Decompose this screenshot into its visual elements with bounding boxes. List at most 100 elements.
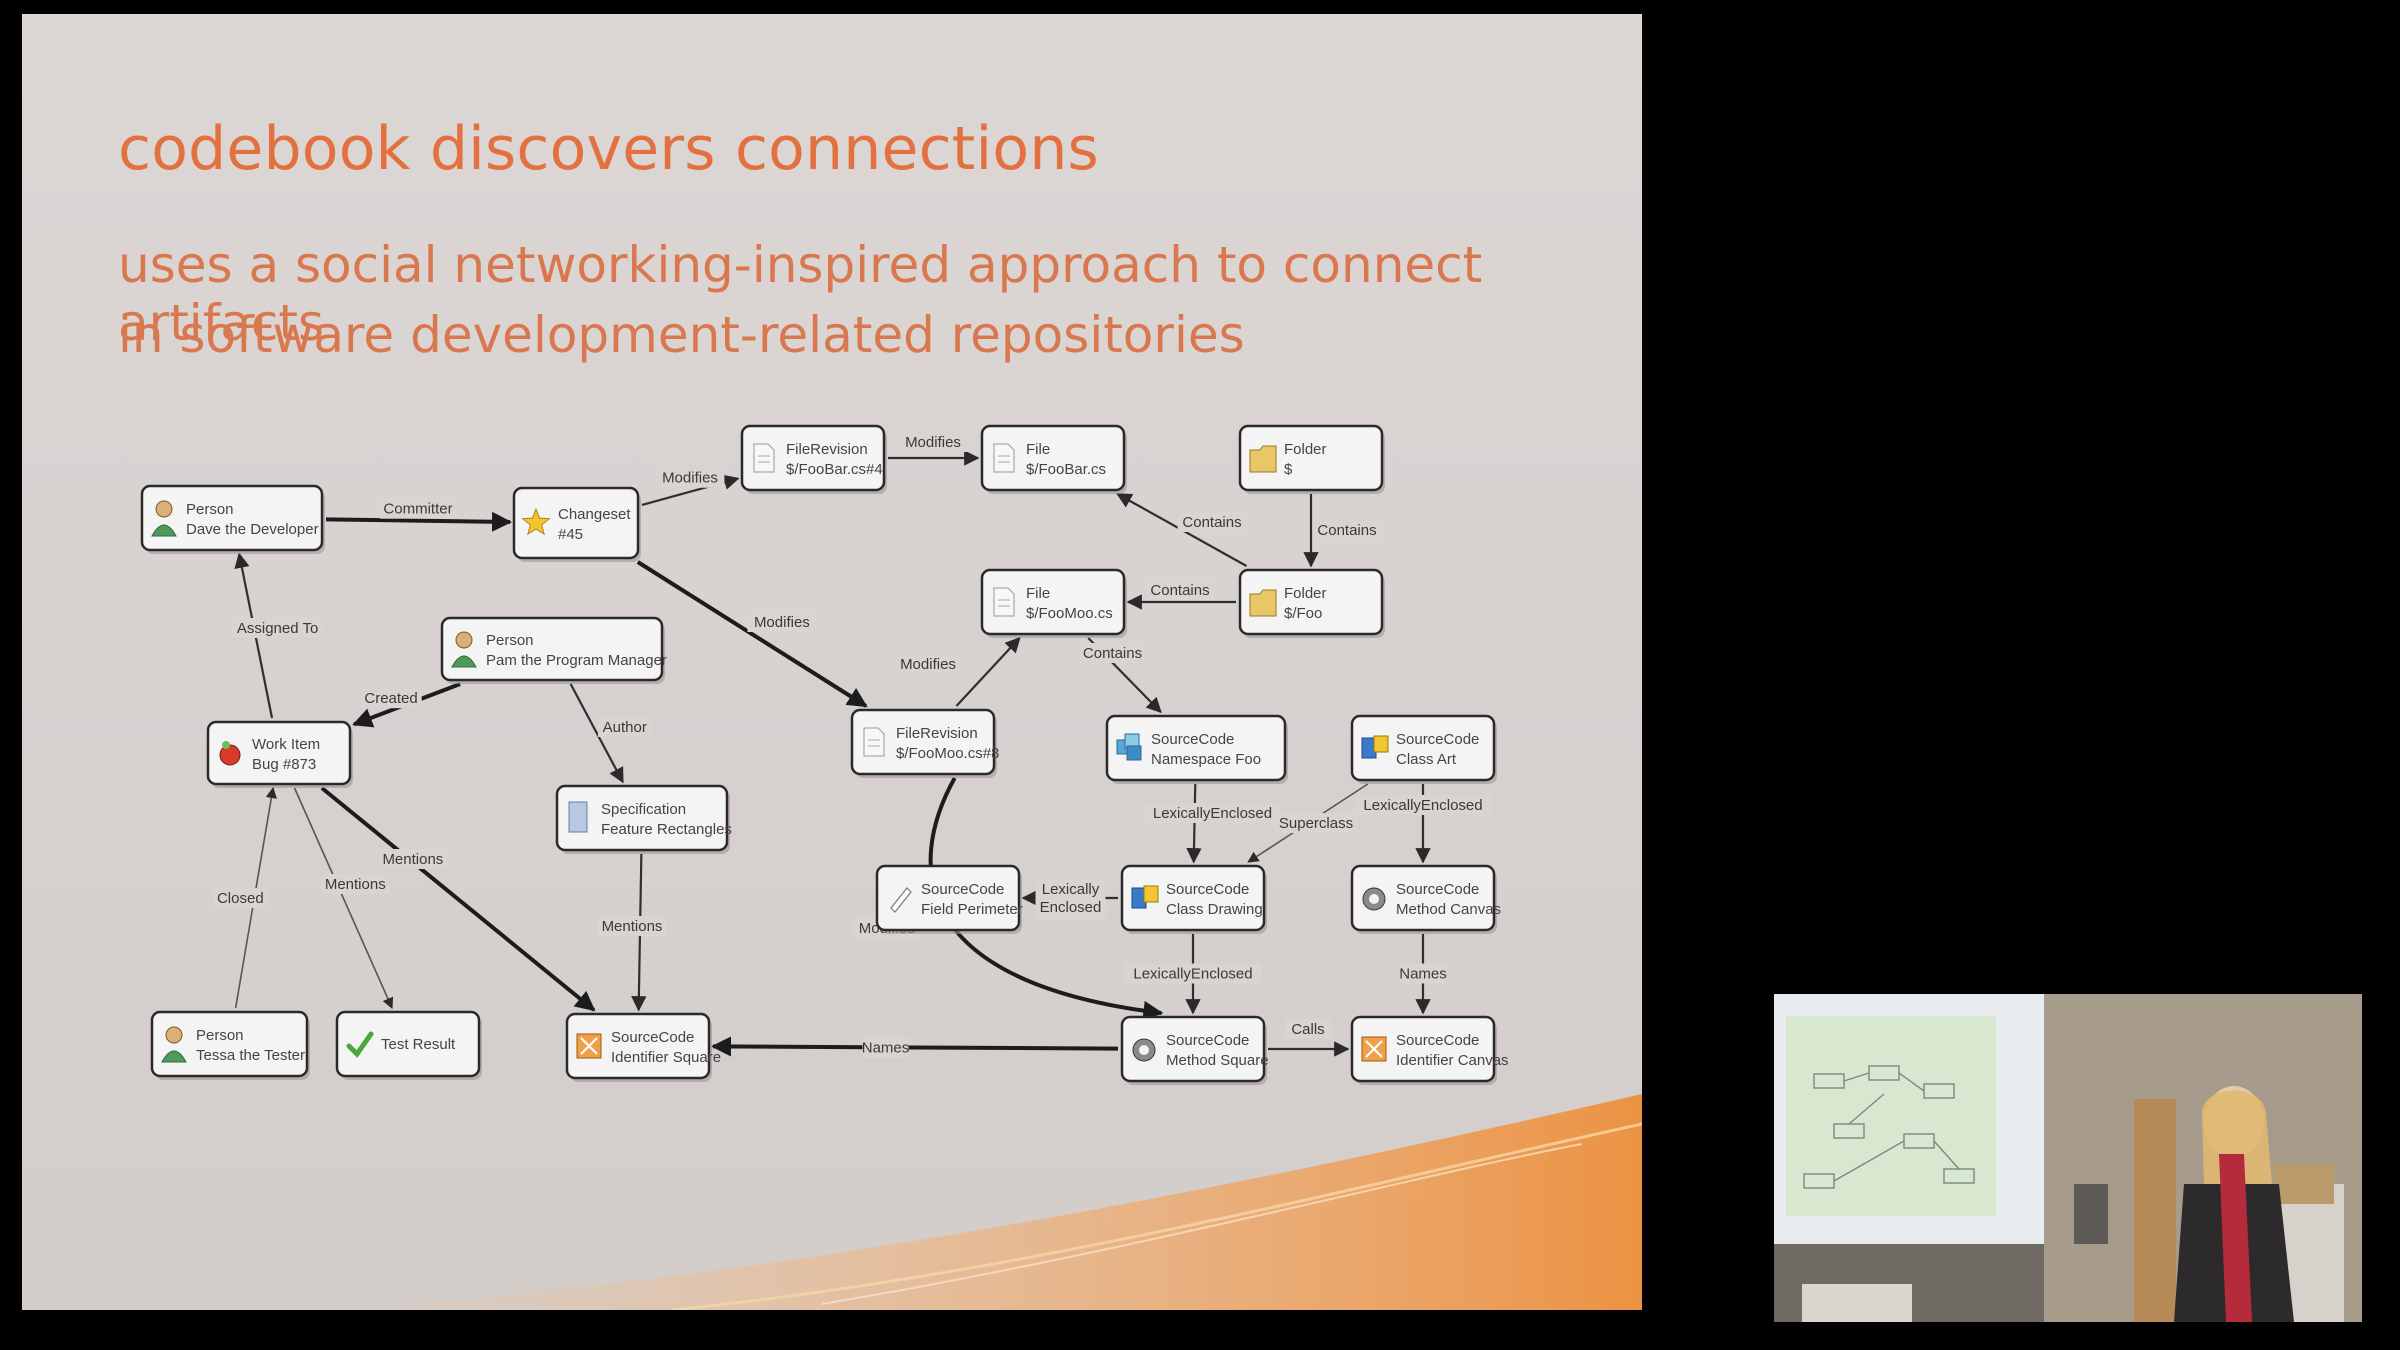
edge-sc-methodsquare-to-sc-idcanvas: Calls <box>1268 1019 1350 1057</box>
edge-label-background <box>597 717 652 737</box>
field-icon <box>890 887 912 913</box>
edge-person-pam-to-workitem: Created <box>352 682 461 728</box>
edge-label: LexicallyEnclosed <box>1153 805 1272 822</box>
node-name-label: $/Foo <box>1284 605 1322 622</box>
document-icon <box>993 443 1015 473</box>
edge-label-background <box>1124 963 1262 984</box>
edge-folder-foo-to-file-foobar: Contains <box>1116 493 1248 567</box>
class-icon <box>1361 735 1389 759</box>
node-changeset: Changeset#45 <box>512 486 641 562</box>
edge-sc-classart-to-sc-methodcanvas: LexicallyEnclosed <box>1354 784 1492 864</box>
edge-label: Closed <box>217 890 264 907</box>
node-type-label: SourceCode <box>611 1029 694 1046</box>
document-icon <box>753 443 775 473</box>
node-box <box>1105 714 1287 782</box>
node-box <box>1120 864 1266 932</box>
node-name-label: Identifier Canvas <box>1396 1052 1509 1069</box>
edge-label: Modifies <box>900 656 956 673</box>
class-icon <box>1131 885 1159 909</box>
node-box <box>1350 1015 1496 1083</box>
node-name-label: Tessa the Tester <box>196 1047 305 1064</box>
node-name-label: $ <box>1284 461 1293 478</box>
node-name-label: $/FooMoo.cs#8 <box>896 745 999 762</box>
node-box <box>565 1012 711 1080</box>
edge-label: LexicallyEnclosed <box>1363 797 1482 814</box>
edge-label: Author <box>603 719 647 736</box>
edge-line <box>711 1036 1119 1057</box>
node-type-label: File <box>1026 441 1050 458</box>
node-folder-foo: Folder$/Foo <box>1238 568 1385 638</box>
edge-label: Contains <box>1182 514 1241 531</box>
node-type-label: SourceCode <box>1166 1032 1249 1049</box>
edge-line <box>293 787 394 1010</box>
edge-label-background <box>597 916 667 936</box>
node-type-label: Test Result <box>381 1036 456 1053</box>
edge-line <box>320 786 596 1012</box>
edge-label: Superclass <box>1279 815 1353 832</box>
node-name-label: #45 <box>558 526 583 543</box>
node-name-label: Class Drawing <box>1166 901 1263 918</box>
spec-doc-icon <box>568 801 588 833</box>
orange-swoosh-decoration <box>322 1094 1642 1310</box>
slide-subtitle-line-2: in software development-related reposito… <box>118 306 1245 364</box>
node-name-label: Dave the Developer <box>186 521 319 538</box>
edge-label-background <box>1285 1019 1331 1039</box>
node-name-label: $/FooBar.cs#4 <box>786 461 883 478</box>
node-box <box>1350 714 1496 782</box>
node-folder-root: Folder$ <box>1238 424 1385 494</box>
edge-label-background <box>1354 795 1492 815</box>
bug-icon <box>219 741 241 766</box>
node-type-label: SourceCode <box>1166 881 1249 898</box>
edge-label-background <box>862 1037 909 1058</box>
edge-label: Mentions <box>602 918 663 935</box>
edge-sc-classart-to-sc-classdrawing: Superclass <box>1247 783 1369 863</box>
namespace-icon <box>1116 733 1142 761</box>
edge-folder-foo-to-file-foomoo: Contains <box>1126 580 1236 610</box>
checkmark-icon <box>346 1031 374 1058</box>
node-name-label: Namespace Foo <box>1151 751 1261 768</box>
edge-filerev-foobar-to-file-foobar: Modifies <box>888 432 980 466</box>
edge-line <box>636 560 868 708</box>
presentation-slide: codebook discovers connections uses a so… <box>22 14 1642 1310</box>
node-name-label: Class Art <box>1396 751 1457 768</box>
node-name-label: Feature Rectangles <box>601 821 732 838</box>
node-name-label: $/FooMoo.cs <box>1026 605 1113 622</box>
identifier-icon <box>1361 1036 1387 1062</box>
node-type-label: FileRevision <box>896 725 978 742</box>
slide-title: codebook discovers connections <box>118 114 1099 184</box>
node-type-label: SourceCode <box>1396 881 1479 898</box>
edge-label-background <box>1035 879 1106 919</box>
edge-workitem-to-person-dave: Assigned To <box>231 552 324 719</box>
document-icon <box>993 587 1015 617</box>
edge-label: Contains <box>1150 582 1209 599</box>
node-box <box>206 720 352 786</box>
edge-folder-root-to-folder-foo: Contains <box>1303 494 1382 568</box>
edge-label: Modifies <box>662 470 718 487</box>
edge-label-background <box>378 849 448 869</box>
node-filerev-foobar: FileRevision$/FooBar.cs#4 <box>740 424 887 494</box>
edge-sc-methodsquare-to-sc-idsquare: Names <box>711 1036 1119 1058</box>
node-name-label: Field Perimeter <box>921 901 1023 918</box>
edge-label-background <box>1274 813 1358 833</box>
edge-label-background <box>1078 643 1147 663</box>
edge-label: Mentions <box>325 876 386 893</box>
edge-line <box>569 683 624 784</box>
edge-sc-namespace-to-sc-classdrawing: LexicallyEnclosed <box>1143 783 1282 864</box>
edge-label-background <box>1400 963 1446 984</box>
node-type-label: Person <box>186 501 234 518</box>
node-file-foomoo: File$/FooMoo.cs <box>980 568 1127 638</box>
edge-changeset-to-filerev-foobar: Modifies <box>641 467 740 506</box>
webcam-scene <box>1774 994 2362 1322</box>
node-box <box>440 616 664 682</box>
edge-workitem-to-sc-idsquare: Mentions <box>320 786 596 1012</box>
